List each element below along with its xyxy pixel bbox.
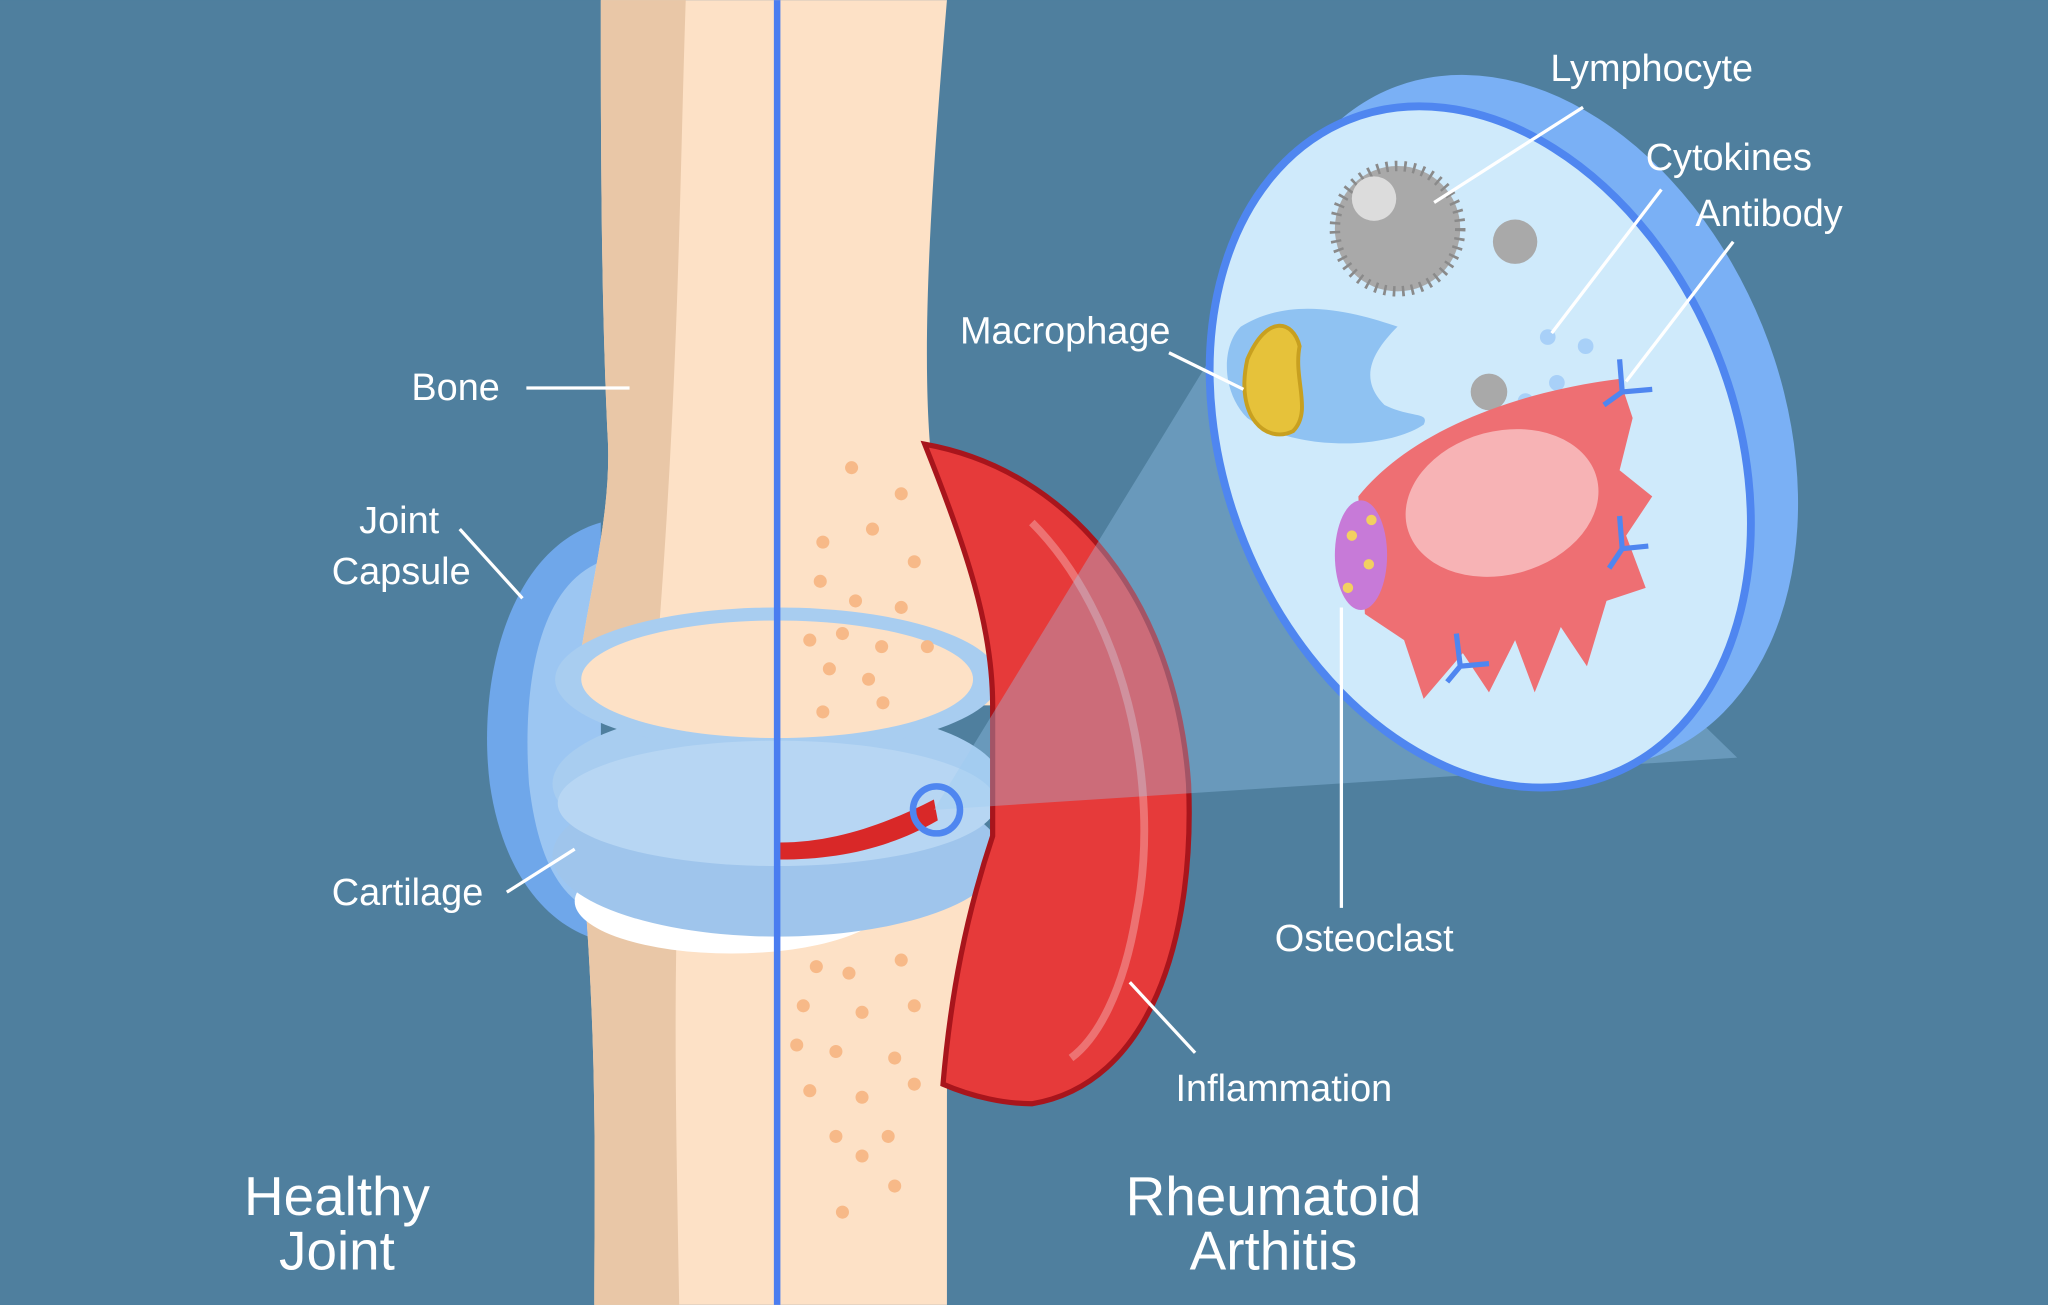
rheumatoid-arthritis-title-line2: Arthitis	[1190, 1220, 1358, 1282]
macrophage-label: Macrophage	[960, 311, 1170, 353]
bone-erosion-dots	[790, 461, 934, 1219]
inflammation-label: Inflammation	[1176, 1068, 1393, 1110]
healthy-joint-title-line2: Joint	[279, 1220, 395, 1282]
lymphocyte-cell	[1329, 160, 1538, 411]
inflammation-swelling	[920, 440, 1192, 1107]
osteoclast-label: Osteoclast	[1275, 918, 1454, 960]
upper-bone-shade	[574, 0, 686, 706]
cartilage-leader	[505, 847, 576, 894]
rheumatoid-arthritis-title-line1: Rheumatoid	[1126, 1165, 1422, 1227]
lymphocyte-leader	[1433, 105, 1584, 204]
macrophage-leader	[1168, 351, 1245, 391]
bone-label: Bone	[411, 367, 499, 409]
damaged-cartilage	[779, 799, 938, 860]
osteoclast-cell	[1334, 378, 1653, 699]
upper-bone	[574, 0, 1000, 706]
joint-capsule-leader	[458, 527, 524, 600]
cytokines-leader	[1550, 188, 1663, 335]
inflammation-highlight	[1029, 519, 1149, 1062]
magnifier-circle	[909, 783, 964, 837]
inflammation-leader	[1128, 981, 1197, 1054]
antibody-leader	[1624, 240, 1735, 383]
antibody-label: Antibody	[1695, 193, 1842, 235]
joint-capsule-label-line2: Capsule	[332, 551, 471, 593]
healthy-joint-title-line1: Healthy	[244, 1165, 431, 1227]
joint-capsule-label-line1: Joint	[359, 500, 439, 542]
lower-bone-shade	[581, 849, 680, 1305]
lymphocyte-label: Lymphocyte	[1550, 48, 1753, 90]
cartilage-label: Cartilage	[332, 872, 484, 914]
antibody-icons	[1445, 359, 1653, 684]
macrophage-cell	[1226, 308, 1425, 444]
cytokines-label: Cytokines	[1646, 137, 1812, 179]
